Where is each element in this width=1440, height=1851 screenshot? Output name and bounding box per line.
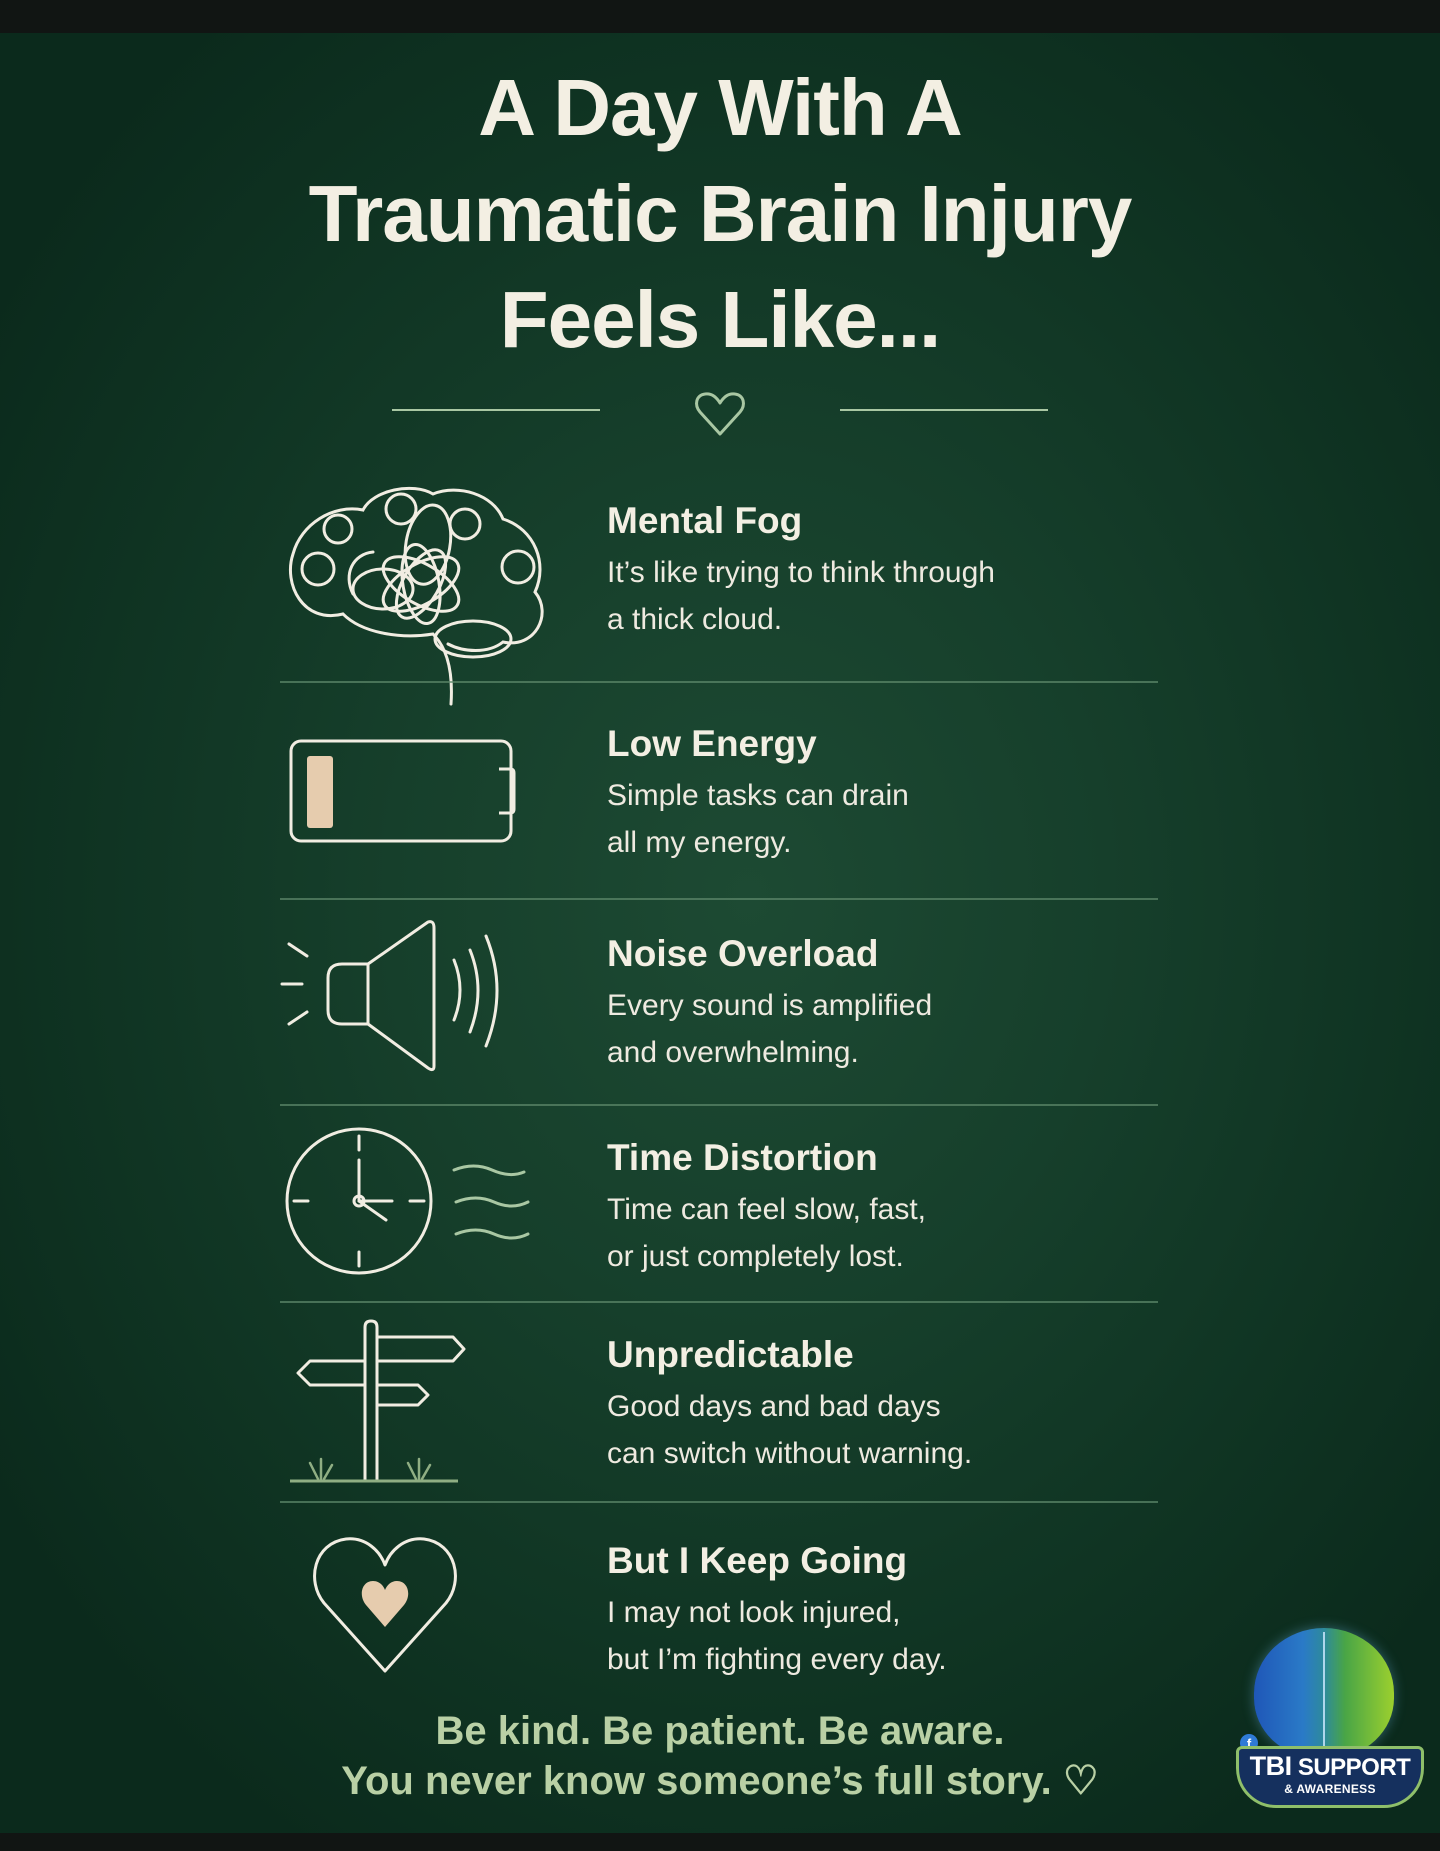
page-title: A Day With A Traumatic Brain Injury Feel… [0, 55, 1440, 373]
logo-secondary: SUPPORT [1297, 1754, 1411, 1781]
loud-speaker-icon [280, 920, 499, 1072]
brain-globe-icon [1254, 1628, 1394, 1758]
list-item-mental-fog: Mental Fog It’s like trying to think thr… [280, 470, 1158, 706]
row-separator [280, 898, 1158, 900]
row-separator [280, 681, 1158, 683]
item-heading: But I Keep Going [607, 1540, 908, 1581]
title-divider [392, 390, 1048, 436]
logo-tagline: & AWARENESS [1284, 1782, 1376, 1796]
title-line-3: Feels Like... [499, 275, 942, 364]
title-line-2: Traumatic Brain Injury [308, 169, 1133, 258]
item-heading: Noise Overload [607, 933, 879, 974]
clock-waves-icon [285, 1127, 530, 1275]
item-description: Time can feel slow, fast,or just complet… [607, 1193, 927, 1273]
item-text: Time Distortion Time can feel slow, fast… [607, 1136, 926, 1280]
row-separator [280, 1104, 1158, 1106]
list-item-time-distortion: Time Distortion Time can feel slow, fast… [280, 1106, 1158, 1303]
item-heading: Low Energy [607, 723, 817, 764]
low-battery-icon [289, 739, 516, 843]
item-text: But I Keep Going I may not look injured,… [607, 1539, 947, 1683]
list-item-keep-going: But I Keep Going I may not look injured,… [280, 1503, 1158, 1683]
heart-outline-icon [695, 392, 745, 436]
logo-primary: TBI [1249, 1751, 1293, 1781]
row-separator [280, 1301, 1158, 1303]
row-separator [280, 1501, 1158, 1503]
divider-line-left [392, 409, 600, 411]
item-heading: Mental Fog [607, 500, 803, 541]
footer-line-2: You never know someone’s full story. ♡ [341, 1759, 1099, 1803]
heart-in-heart-icon [313, 1537, 457, 1673]
item-heading: Unpredictable [607, 1334, 854, 1375]
footer-line-1: Be kind. Be patient. Be aware. [435, 1709, 1005, 1753]
item-heading: Time Distortion [607, 1137, 878, 1178]
footer-message: Be kind. Be patient. Be aware. You never… [290, 1706, 1150, 1806]
logo-banner: TBI SUPPORT & AWARENESS [1236, 1746, 1424, 1808]
title-line-1: A Day With A [478, 63, 963, 152]
item-text: Mental Fog It’s like trying to think thr… [607, 499, 995, 643]
infographic-poster [0, 33, 1440, 1833]
divider-line-right [840, 409, 1048, 411]
signpost-icon [290, 1319, 466, 1483]
item-description: I may not look injured,but I’m fighting … [607, 1596, 947, 1676]
tangled-brain-icon [288, 486, 544, 706]
tbi-support-logo: f TBI SUPPORT & AWARENESS [1232, 1622, 1424, 1812]
